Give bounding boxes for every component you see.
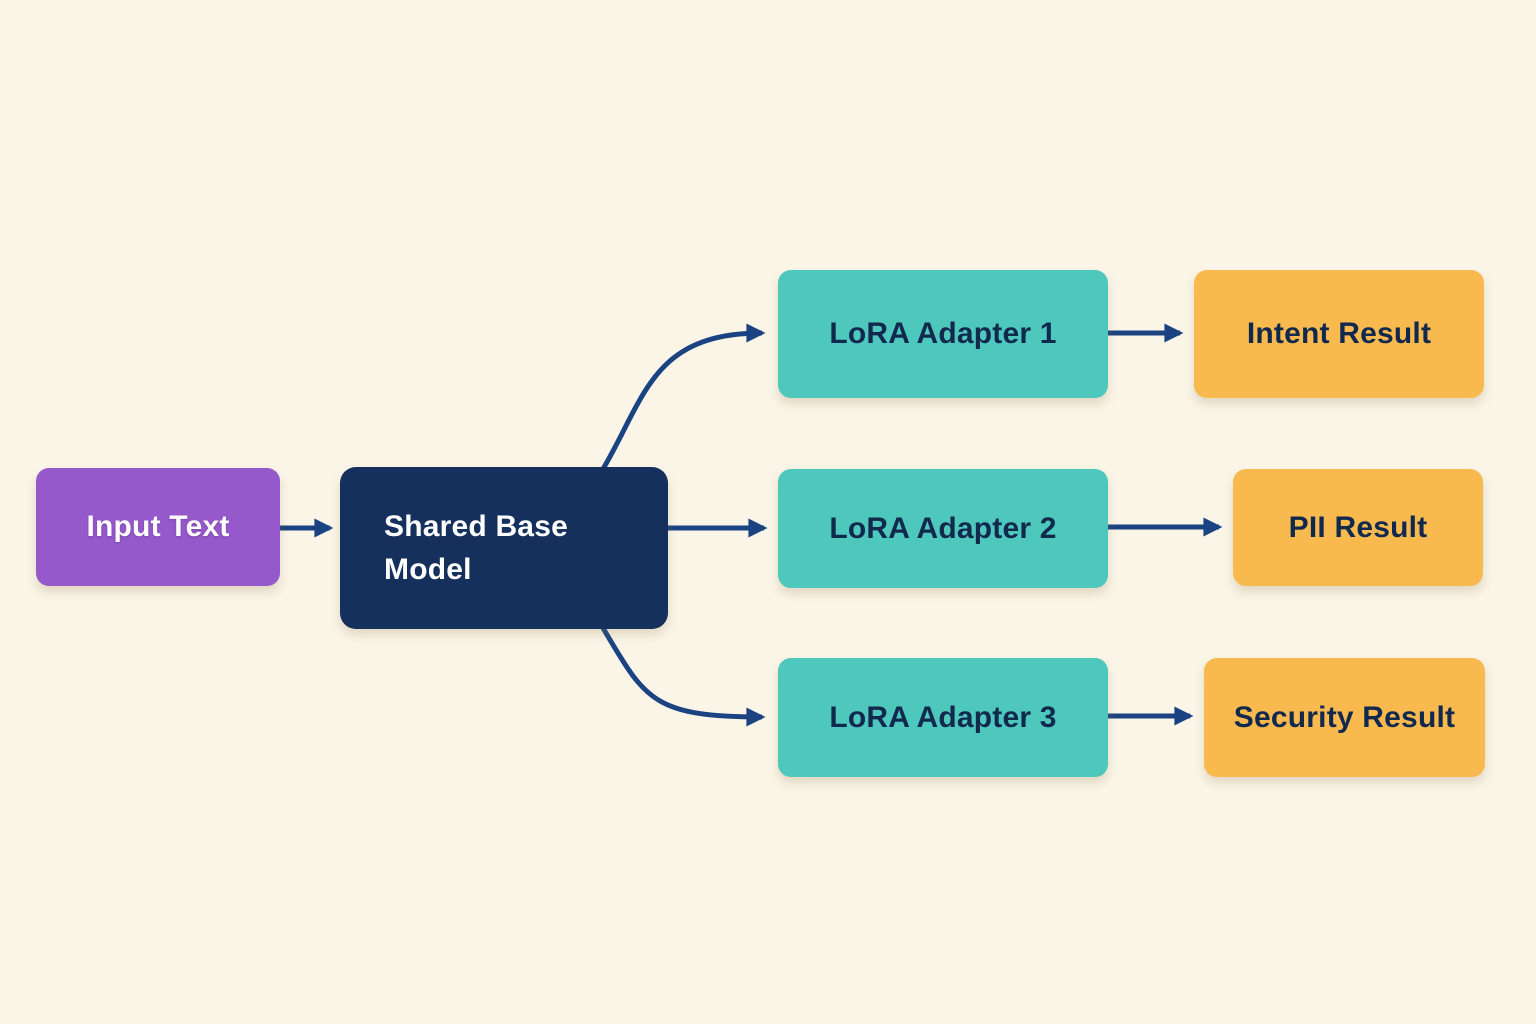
node-shared-base-model: Shared Base Model (340, 467, 668, 629)
node-pii-result-label: PII Result (1288, 510, 1428, 544)
node-lora-adapter-1: LoRA Adapter 1 (778, 270, 1108, 398)
node-intent-result-label: Intent Result (1246, 317, 1432, 350)
node-security-result-label: Security Result (1233, 700, 1456, 734)
node-pii-result: PII Result (1233, 469, 1483, 586)
node-input-text: Input Text (36, 468, 280, 586)
node-intent-result: Intent Result (1194, 270, 1484, 398)
arrow-base-to-adapter3 (600, 626, 766, 727)
node-lora-adapter-2: LoRA Adapter 2 (778, 469, 1108, 588)
node-lora-adapter-3-label: LoRA Adapter 3 (829, 700, 1057, 734)
node-lora-adapter-2-label: LoRA Adapter 2 (829, 511, 1057, 545)
node-shared-base-model-label: Shared Base Model (384, 509, 568, 587)
arrow-base-to-adapter1 (600, 323, 766, 471)
node-lora-adapter-1-label: LoRA Adapter 1 (829, 317, 1057, 350)
node-input-text-label: Input Text (86, 510, 230, 543)
node-lora-adapter-3: LoRA Adapter 3 (778, 658, 1108, 777)
node-security-result: Security Result (1204, 658, 1485, 777)
